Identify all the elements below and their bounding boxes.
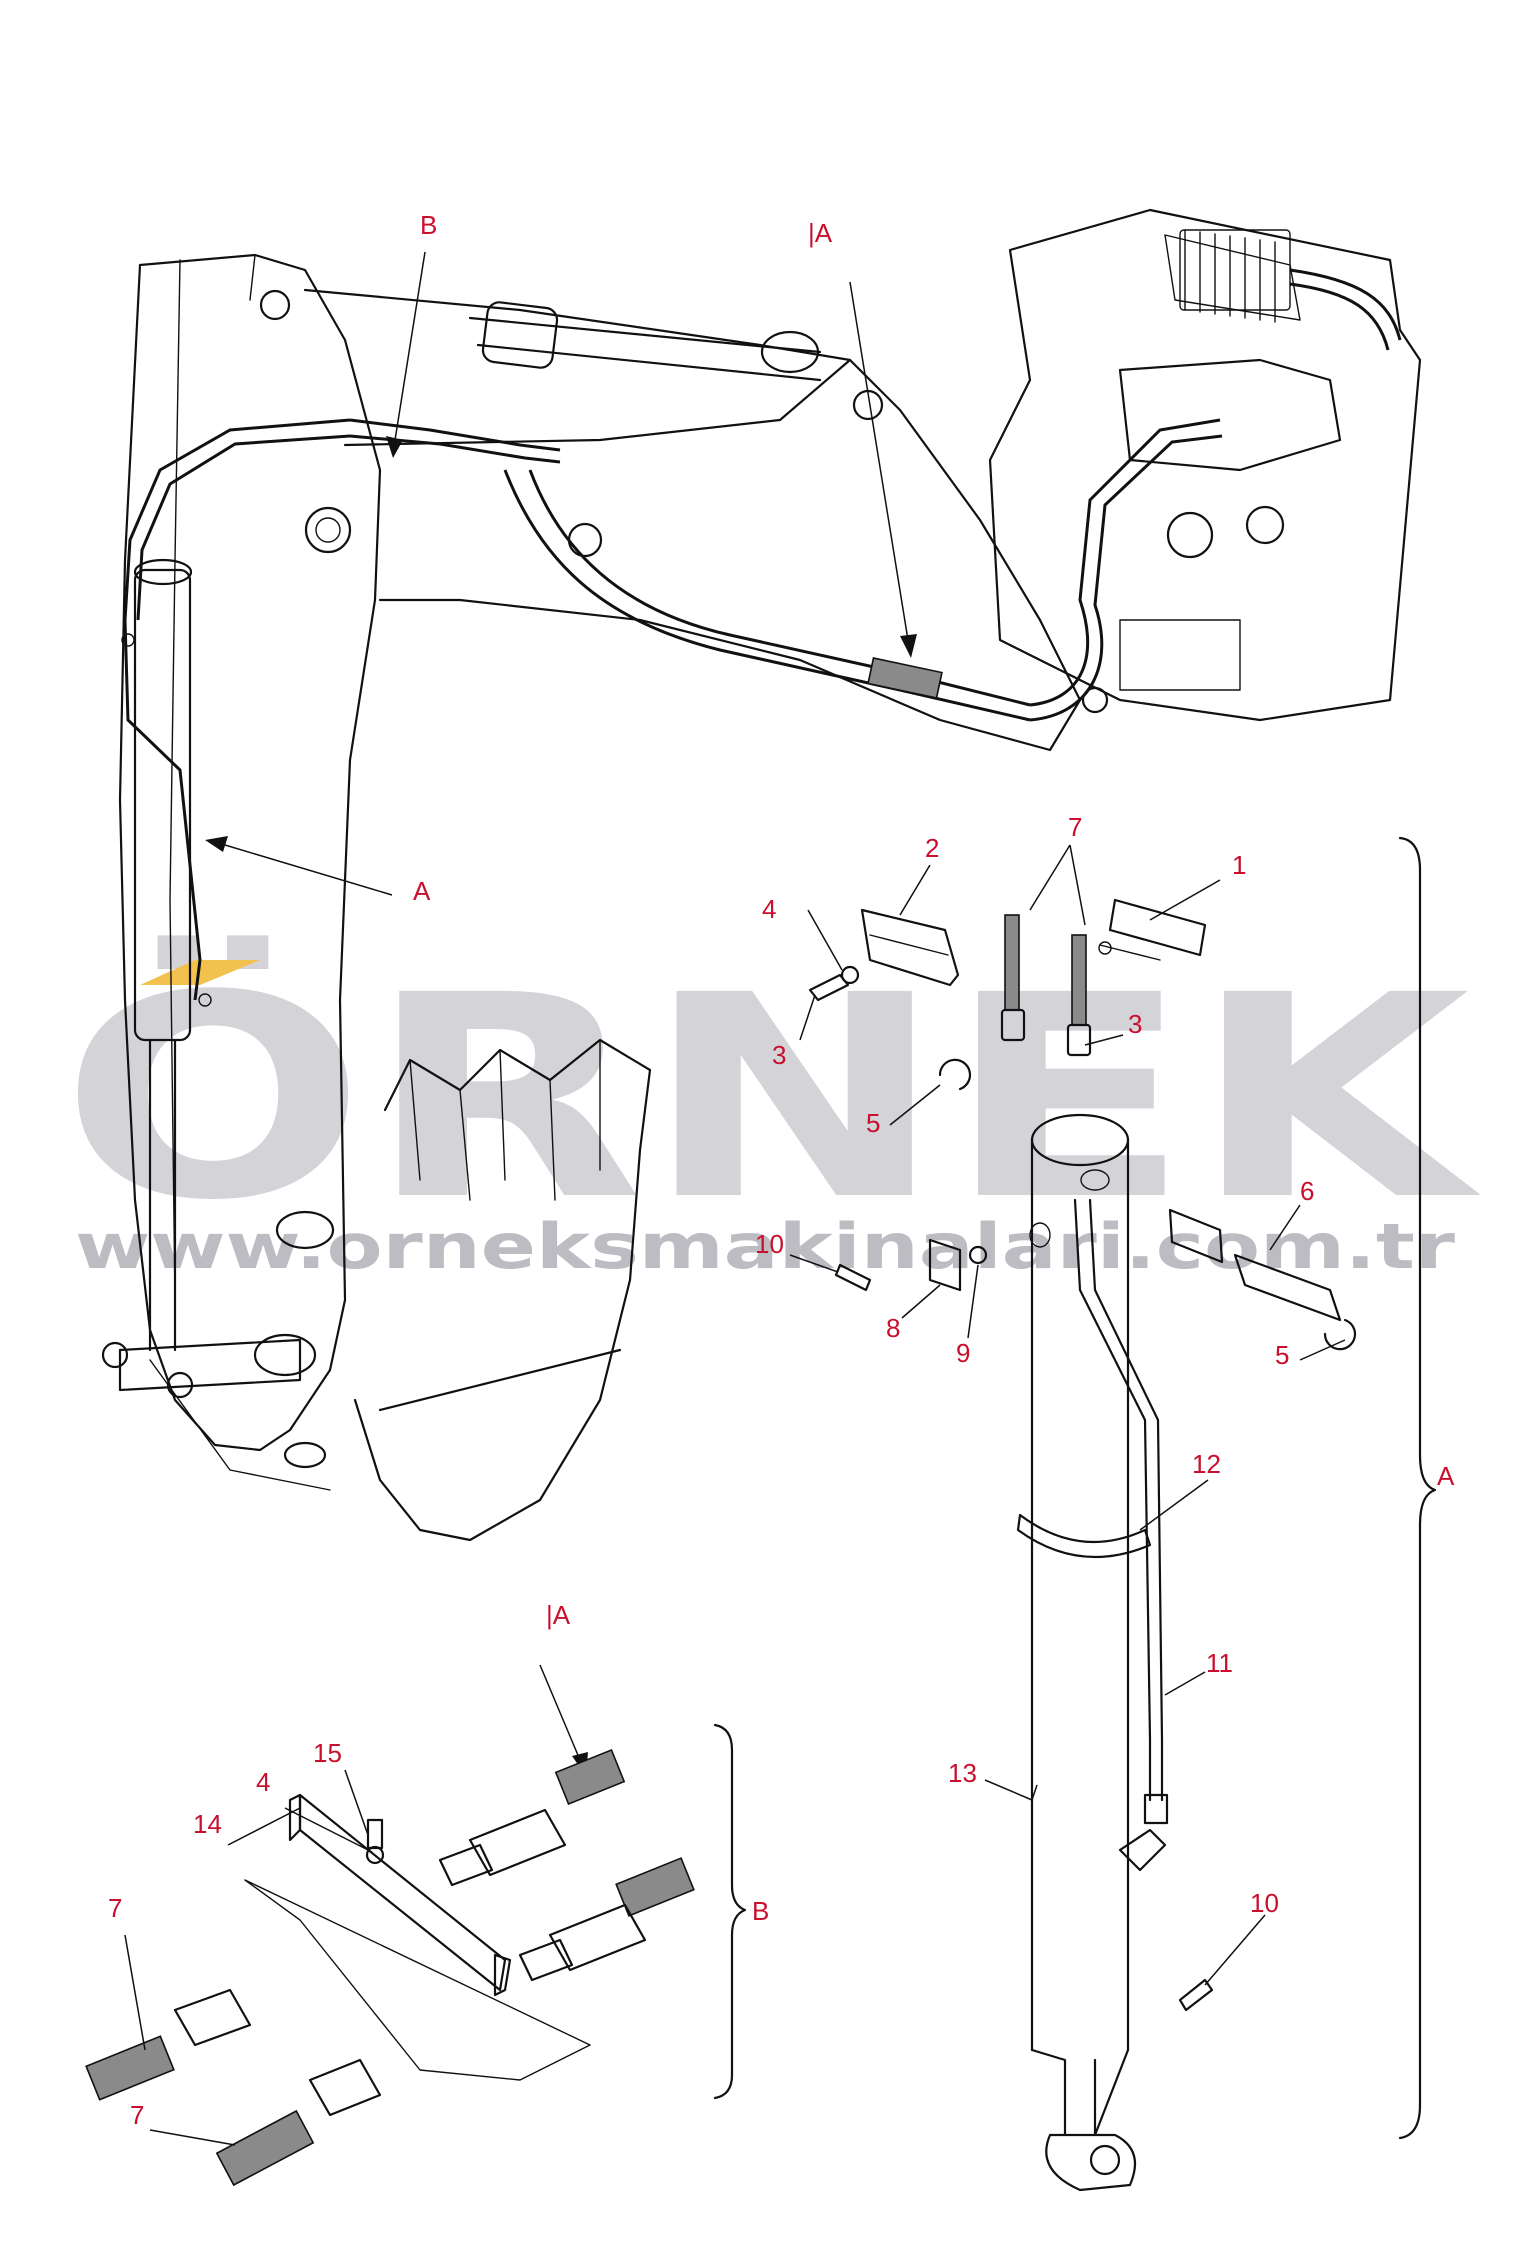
- boom-assembly: [101, 208, 1422, 1542]
- label-part-10-top: 10: [755, 1229, 784, 1259]
- watermark-url: www.orneksmakinalari.com.tr: [75, 1210, 1456, 1283]
- label-part-14: 14: [193, 1809, 222, 1839]
- part-1-plate: [1108, 898, 1207, 957]
- label-part-7-left: 7: [108, 1893, 122, 1923]
- boom-hoses: [503, 469, 1031, 722]
- watermark: ÖRNEK www.orneksmakinalari.com.tr: [60, 933, 1484, 1284]
- bracket-b: [713, 1723, 747, 2100]
- part-8-elbow: [928, 1238, 962, 1292]
- bracket-a: [1398, 836, 1437, 2140]
- label-part-15: 15: [313, 1738, 342, 1768]
- dipper-arm: [118, 253, 382, 1452]
- part-7-hose-lower-b: [215, 2109, 315, 2187]
- bucket: [353, 1038, 652, 1542]
- part-9-oring: [968, 1245, 988, 1265]
- label-part-5-bottom: 5: [1275, 1340, 1289, 1370]
- watermark-logo: ÖRNEK: [60, 933, 1484, 1263]
- watermark-accent: [140, 960, 260, 985]
- top-leaders: [205, 251, 917, 896]
- swing-frame: [988, 208, 1422, 722]
- label-part-9: 9: [956, 1338, 970, 1368]
- label-A-arrow: A: [413, 876, 431, 906]
- part-14-plate: [298, 1793, 507, 1992]
- part-7-hose-lower-a: [85, 2035, 175, 2101]
- label-group-B: B: [752, 1896, 769, 1926]
- detail-a-exploded: [789, 836, 1437, 2192]
- label-part-11: 11: [1206, 1648, 1233, 1678]
- label-part-13: 13: [948, 1758, 977, 1788]
- label-part-4-top: 4: [762, 894, 776, 924]
- part-5-ring-b: [1323, 1318, 1357, 1351]
- part-11-tube: [1073, 1198, 1152, 1802]
- label-part-10-bottom: 10: [1250, 1888, 1279, 1918]
- part-3-bolt: [808, 973, 850, 1002]
- main-boom: [303, 288, 1082, 752]
- bucket-cylinder: [133, 568, 192, 1042]
- part-15-bolt: [366, 1818, 384, 1850]
- label-part-5-top: 5: [866, 1108, 880, 1138]
- label-part-2: 2: [925, 833, 939, 863]
- part-13-cylinder: [1029, 1113, 1137, 2192]
- label-A-detail-top: |A: [808, 218, 833, 248]
- label-part-7-top: 7: [1068, 812, 1082, 842]
- labels: B |A A 1 2 7 4 3 3 5 6 10 8 9 5 12 A 11 …: [108, 210, 1455, 2130]
- detail-b-exploded: [85, 1664, 747, 2187]
- label-part-7-bottom: 7: [130, 2100, 144, 2130]
- label-group-A: A: [1437, 1461, 1455, 1491]
- label-part-6: 6: [1300, 1176, 1314, 1206]
- label-part-3-right: 3: [1128, 1009, 1142, 1039]
- part-12-strap: [1016, 1513, 1152, 1559]
- part-7-hoses: [1000, 914, 1092, 1057]
- label-part-4-bottom: 4: [256, 1767, 270, 1797]
- label-part-12: 12: [1192, 1449, 1221, 1479]
- part-2-clamp: [860, 908, 960, 987]
- label-part-1: 1: [1232, 850, 1246, 880]
- part-4-washer: [840, 965, 860, 985]
- part-6-pin: [1233, 1253, 1342, 1322]
- part-10-grease-b: [1178, 1978, 1214, 2012]
- label-B-top: B: [420, 210, 437, 240]
- label-A-detail-bottom: |A: [546, 1600, 571, 1630]
- part-5-ring-a: [938, 1058, 972, 1091]
- label-part-8: 8: [886, 1313, 900, 1343]
- part-4-washer-b: [365, 1845, 385, 1865]
- boom-cylinder: [468, 316, 822, 382]
- hose-upper: [554, 1748, 626, 1806]
- label-part-3-left: 3: [772, 1040, 786, 1070]
